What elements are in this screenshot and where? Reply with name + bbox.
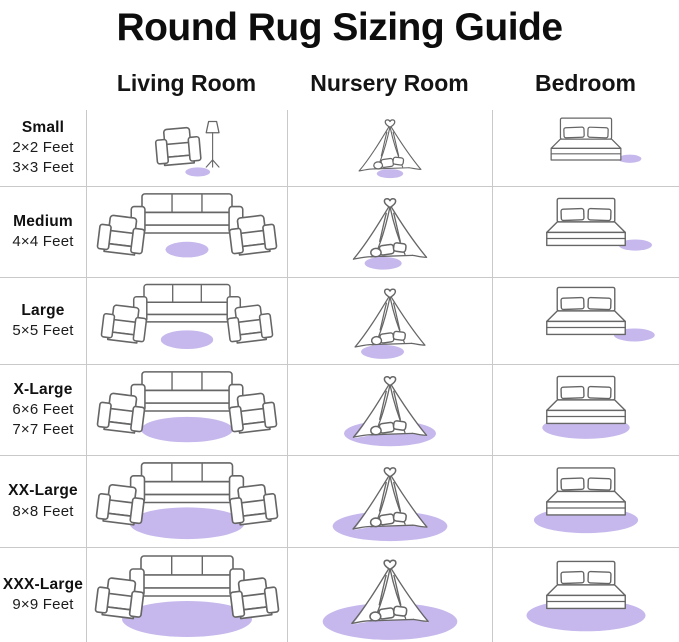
round-rug-ellipse	[141, 416, 233, 443]
cell-living-room-xx-large	[86, 455, 287, 547]
round-rug-ellipse	[364, 256, 402, 270]
round-rug-ellipse	[185, 167, 211, 177]
living-room-medium-illustration	[96, 193, 278, 258]
bed-icon	[546, 375, 626, 425]
living-room-xx-large-illustration	[95, 462, 279, 540]
canopy-tent-icon	[352, 467, 428, 531]
bedroom-xx-large-illustration	[533, 467, 639, 534]
sofa-icon	[132, 283, 242, 323]
cell-living-room-medium	[86, 186, 287, 277]
canopy-tent-icon	[352, 375, 428, 439]
row-label-large: Large 5×5 Feet	[0, 277, 86, 364]
bed-icon	[546, 197, 626, 247]
round-rug-ellipse	[376, 169, 404, 179]
nursery-room-xx-large-illustration	[332, 467, 448, 542]
sofa-icon	[129, 462, 245, 504]
sofa-icon	[130, 193, 244, 234]
size-dimension: 7×7 Feet	[12, 421, 74, 439]
size-dimension: 9×9 Feet	[12, 596, 74, 614]
bedroom-x-large-illustration	[542, 375, 630, 439]
cell-bedroom-xxx-large	[492, 547, 679, 642]
round-rug-ellipse	[322, 603, 458, 640]
bedroom-medium-illustration	[546, 197, 653, 251]
round-rug-ellipse	[618, 154, 642, 163]
bed-icon	[546, 286, 626, 336]
round-rug-ellipse	[160, 330, 214, 350]
cell-nursery-room-medium	[287, 186, 492, 277]
size-dimension: 3×3 Feet	[12, 159, 74, 177]
size-name: Small	[21, 118, 65, 136]
canopy-tent-icon	[352, 197, 428, 261]
size-dimension: 2×2 Feet	[12, 139, 74, 157]
size-name: Large	[21, 301, 65, 319]
canopy-tent-icon	[351, 559, 429, 626]
floor-lamp-icon	[205, 120, 220, 168]
nursery-room-large-illustration	[354, 288, 426, 359]
column-header-bedroom: Bedroom	[535, 69, 636, 96]
cell-living-room-large	[86, 277, 287, 364]
corner-cell	[0, 56, 86, 110]
size-name: Medium	[13, 212, 73, 230]
round-rug-ellipse	[361, 344, 405, 359]
living-room-small-illustration	[153, 120, 220, 177]
row-label-xx-large: XX-Large 8×8 Feet	[0, 455, 86, 547]
cell-living-room-xxx-large	[86, 547, 287, 642]
round-rug-ellipse	[122, 601, 252, 637]
canopy-tent-icon	[358, 119, 422, 173]
row-label-x-large: X-Large 6×6 Feet 7×7 Feet	[0, 364, 86, 455]
living-room-large-illustration	[100, 283, 274, 350]
sizing-table: Living Room Nursery Room Bedroom Small 2…	[0, 56, 679, 642]
cell-nursery-room-small	[287, 110, 492, 186]
cell-bedroom-medium	[492, 186, 679, 277]
cell-nursery-room-xx-large	[287, 455, 492, 547]
row-label-small: Small 2×2 Feet 3×3 Feet	[0, 110, 86, 186]
cell-nursery-room-xxx-large	[287, 547, 492, 642]
size-dimension: 4×4 Feet	[12, 233, 74, 251]
row-label-medium: Medium 4×4 Feet	[0, 186, 86, 277]
column-header-living-room: Living Room	[116, 69, 257, 96]
cell-bedroom-x-large	[492, 364, 679, 455]
size-name: XX-Large	[8, 482, 78, 500]
size-name: X-Large	[13, 380, 73, 398]
nursery-room-x-large-illustration	[344, 375, 436, 447]
round-rug-ellipse	[618, 239, 653, 251]
sofa-icon	[129, 555, 245, 597]
nursery-room-small-illustration	[358, 119, 422, 179]
living-room-xxx-large-illustration	[94, 555, 280, 637]
size-dimension: 8×8 Feet	[12, 502, 74, 520]
canopy-tent-icon	[354, 288, 426, 349]
nursery-room-medium-illustration	[352, 197, 428, 270]
armchair-icon	[153, 125, 202, 167]
living-room-x-large-illustration	[96, 371, 278, 443]
cell-living-room-small	[86, 110, 287, 186]
row-label-xxx-large: XXX-Large 9×9 Feet	[0, 547, 86, 642]
cell-bedroom-large	[492, 277, 679, 364]
page-title: Round Rug Sizing Guide	[116, 6, 563, 49]
cell-bedroom-small	[492, 110, 679, 186]
bed-icon	[546, 560, 626, 610]
cell-nursery-room-large	[287, 277, 492, 364]
bedroom-small-illustration	[550, 117, 642, 163]
size-dimension: 6×6 Feet	[12, 401, 74, 419]
cell-living-room-x-large	[86, 364, 287, 455]
bed-icon	[546, 467, 626, 516]
bedroom-large-illustration	[546, 286, 655, 342]
bedroom-xxx-large-illustration	[526, 560, 646, 632]
column-header-nursery-room: Nursery Room	[310, 69, 469, 96]
nursery-room-xxx-large-illustration	[322, 559, 458, 640]
size-name: XXX-Large	[2, 575, 84, 593]
sofa-icon	[130, 371, 244, 412]
size-dimension: 5×5 Feet	[12, 322, 74, 340]
cell-nursery-room-x-large	[287, 364, 492, 455]
round-rug-ellipse	[165, 241, 209, 258]
bed-icon	[550, 117, 622, 161]
cell-bedroom-xx-large	[492, 455, 679, 547]
round-rug-ellipse	[129, 507, 245, 540]
